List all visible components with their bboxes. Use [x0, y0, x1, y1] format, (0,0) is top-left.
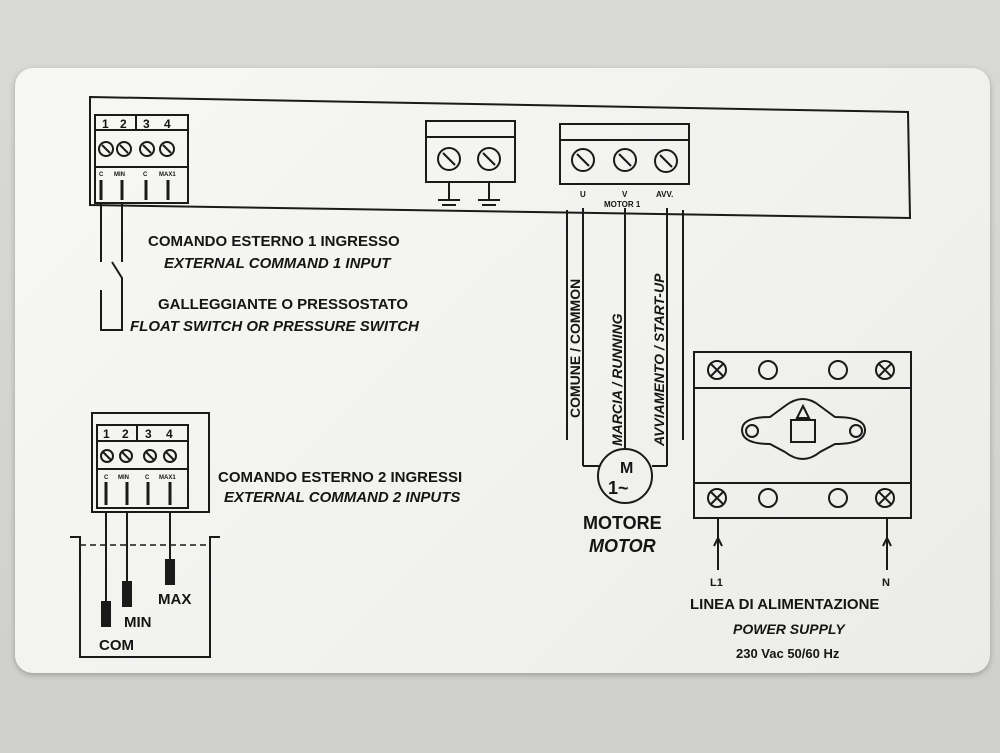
screw-terminal-icon [707, 360, 895, 508]
earth-terminal-block [425, 120, 516, 183]
probe-max-icon [165, 559, 175, 585]
power-n: N [882, 577, 890, 589]
ground-icon [438, 182, 500, 206]
switch-wire [100, 203, 123, 331]
terminal-tag: C [145, 475, 150, 481]
motor-terminal-avv: AVV. [656, 190, 673, 199]
tank-outline [70, 536, 220, 658]
probe-com-icon [101, 601, 111, 627]
terminal-tag: MAX1 [159, 475, 176, 481]
motor-symbol-top: M [620, 460, 633, 477]
terminal-tag: C [104, 475, 109, 481]
terminal-number: 4 [166, 427, 173, 441]
terminal-number: 1 [103, 427, 110, 441]
terminal-tag: C [143, 172, 148, 178]
power-en: POWER SUPPLY [733, 621, 846, 637]
float-switch-it: GALLEGGIANTE O PRESSOSTATO [158, 296, 408, 313]
rotary-switch-icon [740, 398, 867, 460]
level-min: MIN [124, 614, 152, 631]
command2-en: EXTERNAL COMMAND 2 INPUTS [224, 489, 460, 506]
terminal-tag: C [99, 172, 104, 178]
screw-terminal-icon [437, 147, 501, 171]
command2-it: COMANDO ESTERNO 2 INGRESSI [218, 469, 462, 486]
level-max: MAX [158, 591, 191, 608]
motor-symbol-icon [597, 448, 653, 504]
power-l1: L1 [710, 577, 723, 589]
terminal-number: 1 [102, 117, 109, 131]
terminal-tag: MAX1 [159, 172, 176, 178]
motor-terminal-caption: MOTOR 1 [604, 200, 641, 209]
board-outline [89, 95, 912, 220]
motor-symbol-bottom: 1~ [608, 478, 629, 498]
power-switch-block [693, 351, 912, 519]
power-spec: 230 Vac 50/60 Hz [736, 646, 840, 661]
terminal-block-2 [91, 412, 210, 513]
terminal-number: 2 [120, 117, 127, 131]
screw-terminal-icon [100, 449, 177, 463]
level-com: COM [99, 637, 134, 654]
motor-terminal-v: V [622, 190, 628, 199]
terminal-number: 3 [145, 427, 152, 441]
command1-en: EXTERNAL COMMAND 1 INPUT [164, 255, 392, 272]
wiring-label [15, 68, 990, 673]
terminal-number: 4 [164, 117, 171, 131]
motor-caption-en: MOTOR [589, 536, 656, 556]
terminal-tag: MIN [114, 172, 125, 178]
power-it: LINEA DI ALIMENTAZIONE [690, 596, 879, 613]
wire-label-common: COMUNE / COMMON [567, 279, 583, 418]
motor-terminal-u: U [580, 190, 586, 199]
motor-terminal-block [559, 123, 690, 185]
screw-terminal-icon [571, 148, 678, 173]
motor-caption-it: MOTORE [583, 513, 662, 533]
probe-min-icon [122, 581, 132, 607]
float-switch-en: FLOAT SWITCH OR PRESSURE SWITCH [130, 318, 420, 335]
terminal-number: 2 [122, 427, 129, 441]
screw-terminal-icon [98, 141, 175, 157]
wire-label-startup: AVVIAMENTO / START-UP [651, 273, 667, 447]
terminal-tag: MIN [118, 475, 129, 481]
command1-it: COMANDO ESTERNO 1 INGRESSO [148, 233, 400, 250]
terminal-number: 3 [143, 117, 150, 131]
terminal-block-1 [94, 114, 189, 204]
wire-label-running: MARCIA / RUNNING [609, 313, 625, 446]
